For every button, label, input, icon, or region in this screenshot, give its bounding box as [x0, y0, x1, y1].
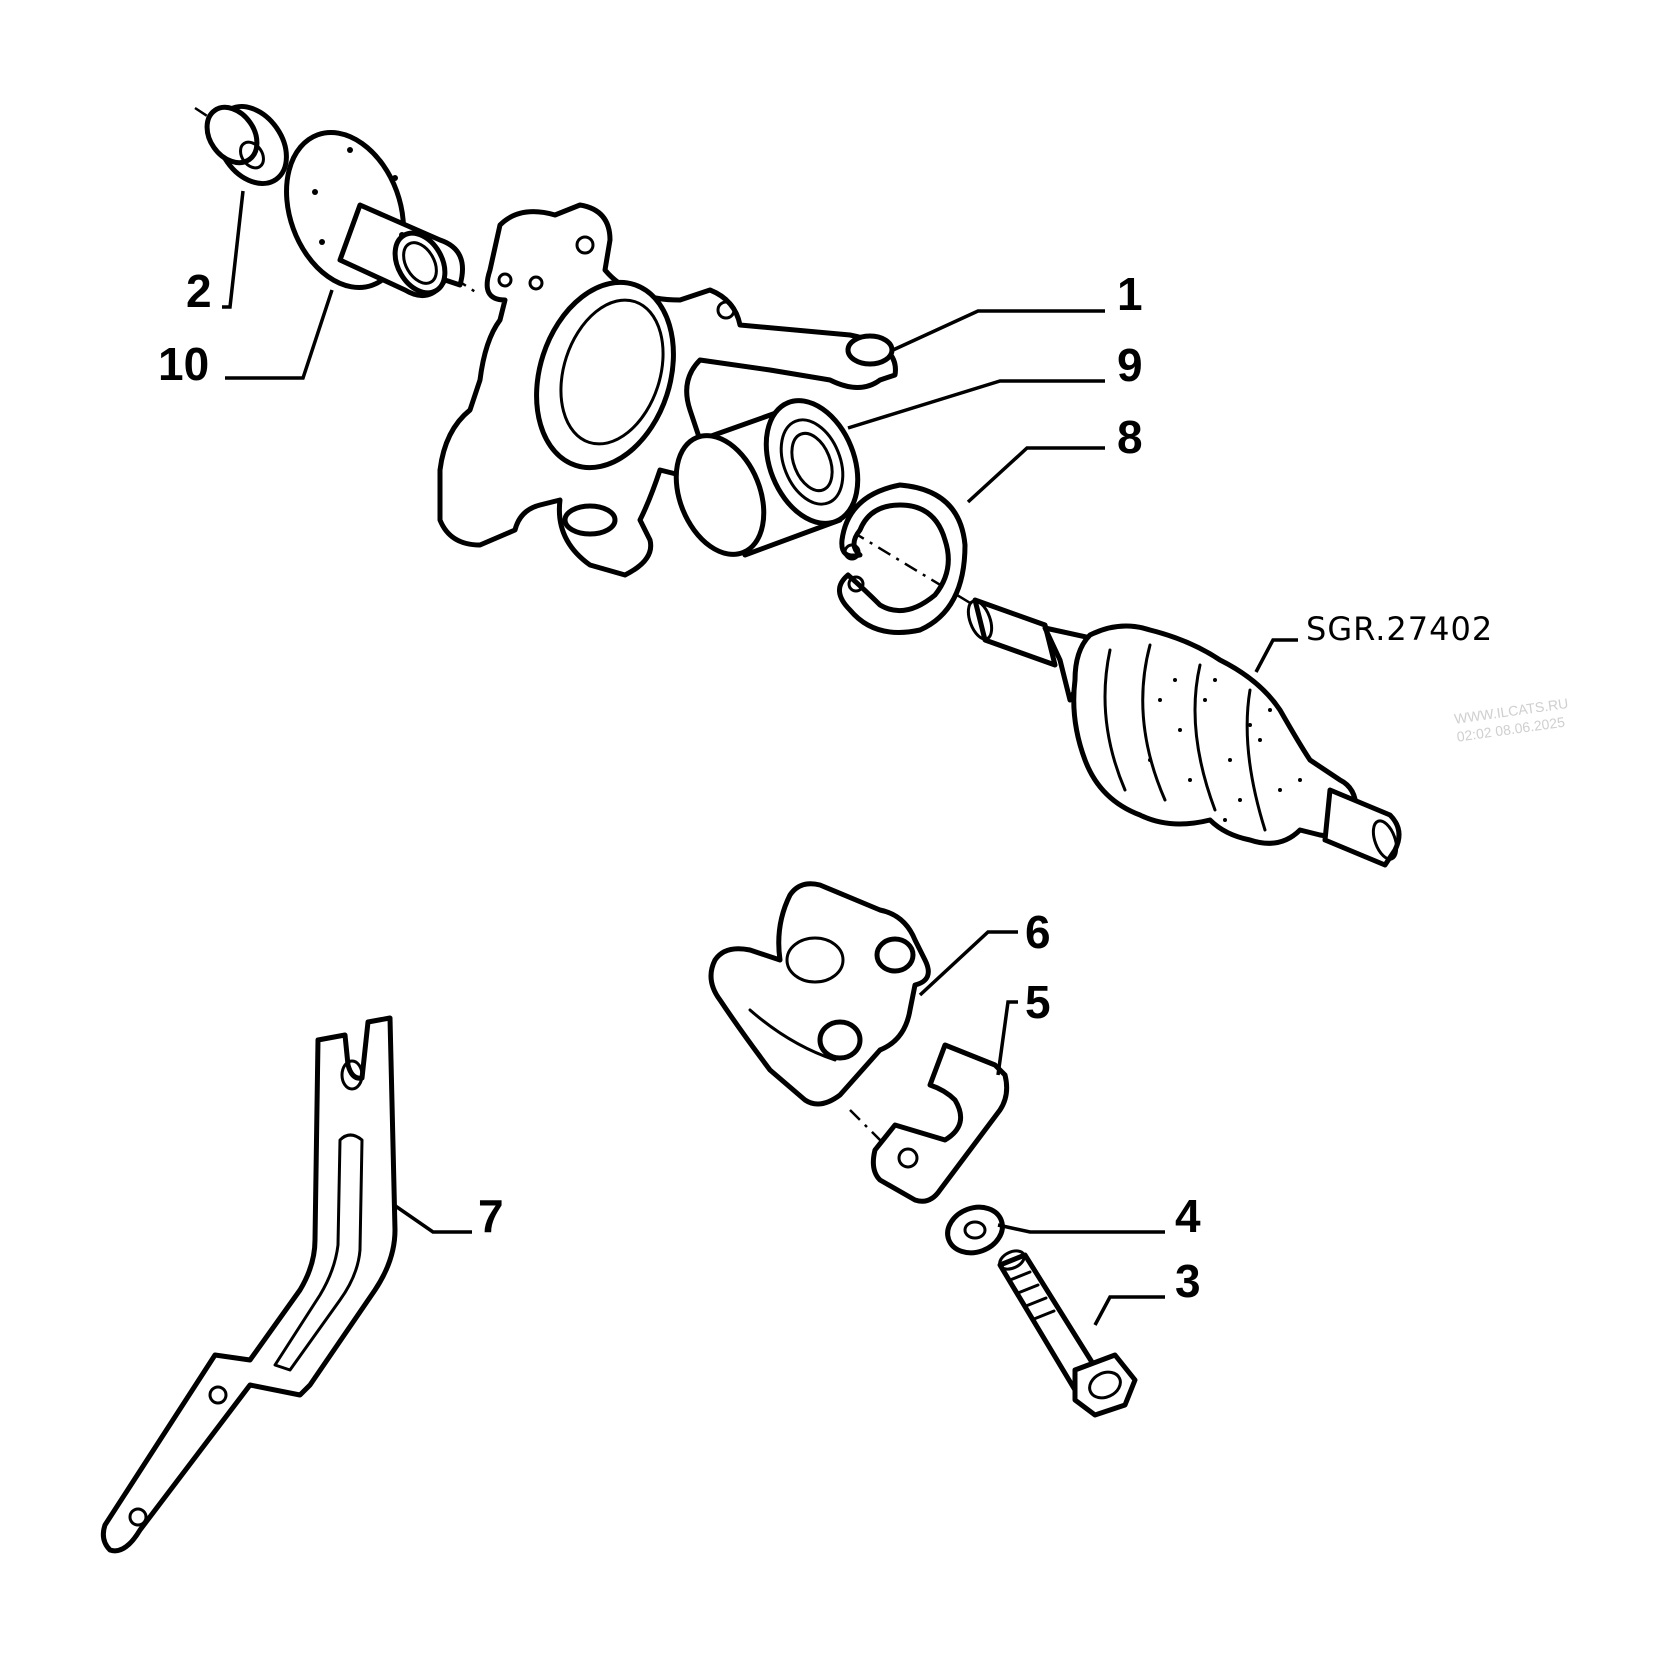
callout-5[interactable]: 5	[1025, 976, 1051, 1028]
callout-6[interactable]: 6	[1025, 906, 1051, 958]
part-1-steering-knuckle[interactable]	[437, 202, 898, 578]
callout-10[interactable]: 10	[158, 338, 209, 390]
callout-7[interactable]: 7	[478, 1190, 504, 1242]
part-7-bracket-arm[interactable]	[100, 1015, 398, 1554]
callout-9[interactable]: 9	[1117, 339, 1143, 391]
part-9-wheel-bearing[interactable]	[660, 387, 875, 568]
part-5-plate[interactable]	[870, 1042, 1010, 1204]
part-3-bolt[interactable]	[997, 1247, 1138, 1418]
callout-3[interactable]: 3	[1175, 1255, 1201, 1307]
part-6-bracket[interactable]	[708, 881, 931, 1107]
callout-2[interactable]: 2	[186, 265, 212, 317]
callout-8[interactable]: 8	[1117, 411, 1143, 463]
part-2-hub-nut[interactable]	[197, 93, 301, 196]
diagram-code: SGR.27402	[1306, 610, 1493, 648]
leader-lines	[222, 190, 1298, 1326]
watermark: WWW.ILCATS.RU 02:02 08.06.2025	[1453, 695, 1569, 745]
part-10-wheel-hub[interactable]	[266, 116, 465, 304]
part-4-washer[interactable]	[941, 1200, 1009, 1260]
drive-shaft-cv-joint[interactable]	[964, 597, 1402, 868]
callout-1[interactable]: 1	[1117, 268, 1143, 320]
part-8-circlip[interactable]	[837, 482, 968, 635]
callout-4[interactable]: 4	[1175, 1190, 1201, 1242]
